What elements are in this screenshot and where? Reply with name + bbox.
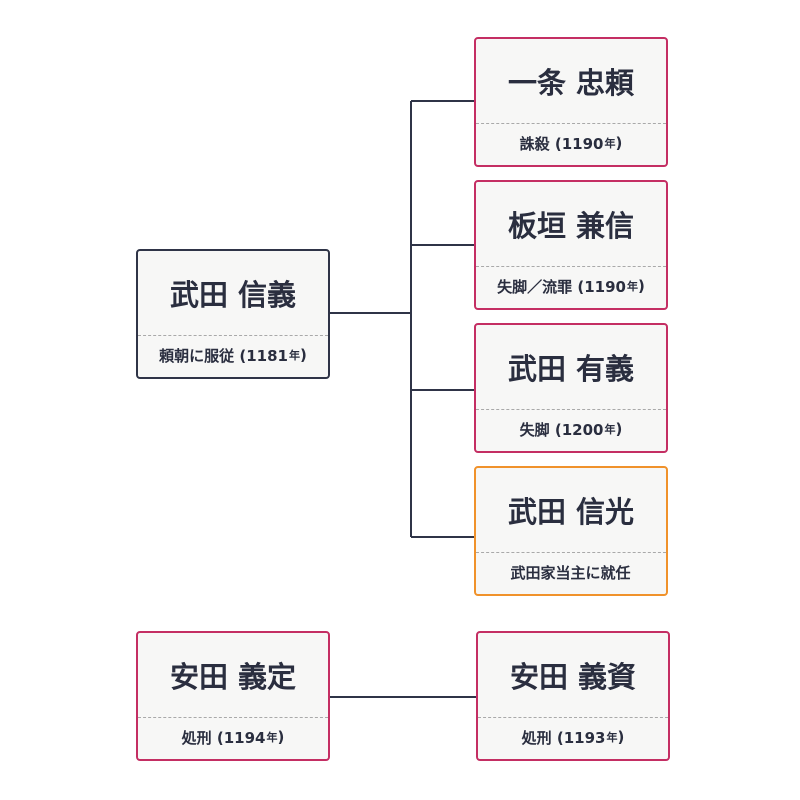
node-note: 武田家当主に就任 bbox=[510, 563, 631, 582]
node-name: 武田 有義 bbox=[507, 352, 635, 386]
node-name: 武田 信義 bbox=[169, 278, 297, 312]
node-divider bbox=[476, 266, 666, 267]
node-name: 安田 義資 bbox=[509, 660, 637, 694]
node-name: 安田 義定 bbox=[169, 660, 297, 694]
node-divider bbox=[138, 335, 328, 336]
node-divider bbox=[476, 409, 666, 410]
node-name: 武田 信光 bbox=[507, 495, 635, 529]
node-divider bbox=[476, 552, 666, 553]
node-name: 板垣 兼信 bbox=[507, 209, 635, 243]
node-divider bbox=[478, 717, 668, 718]
node-divider bbox=[138, 717, 328, 718]
node-name: 一条 忠頼 bbox=[507, 66, 635, 100]
node-takeda-nobumitsu: 武田 信光 武田家当主に就任 bbox=[474, 466, 668, 596]
node-divider bbox=[476, 123, 666, 124]
